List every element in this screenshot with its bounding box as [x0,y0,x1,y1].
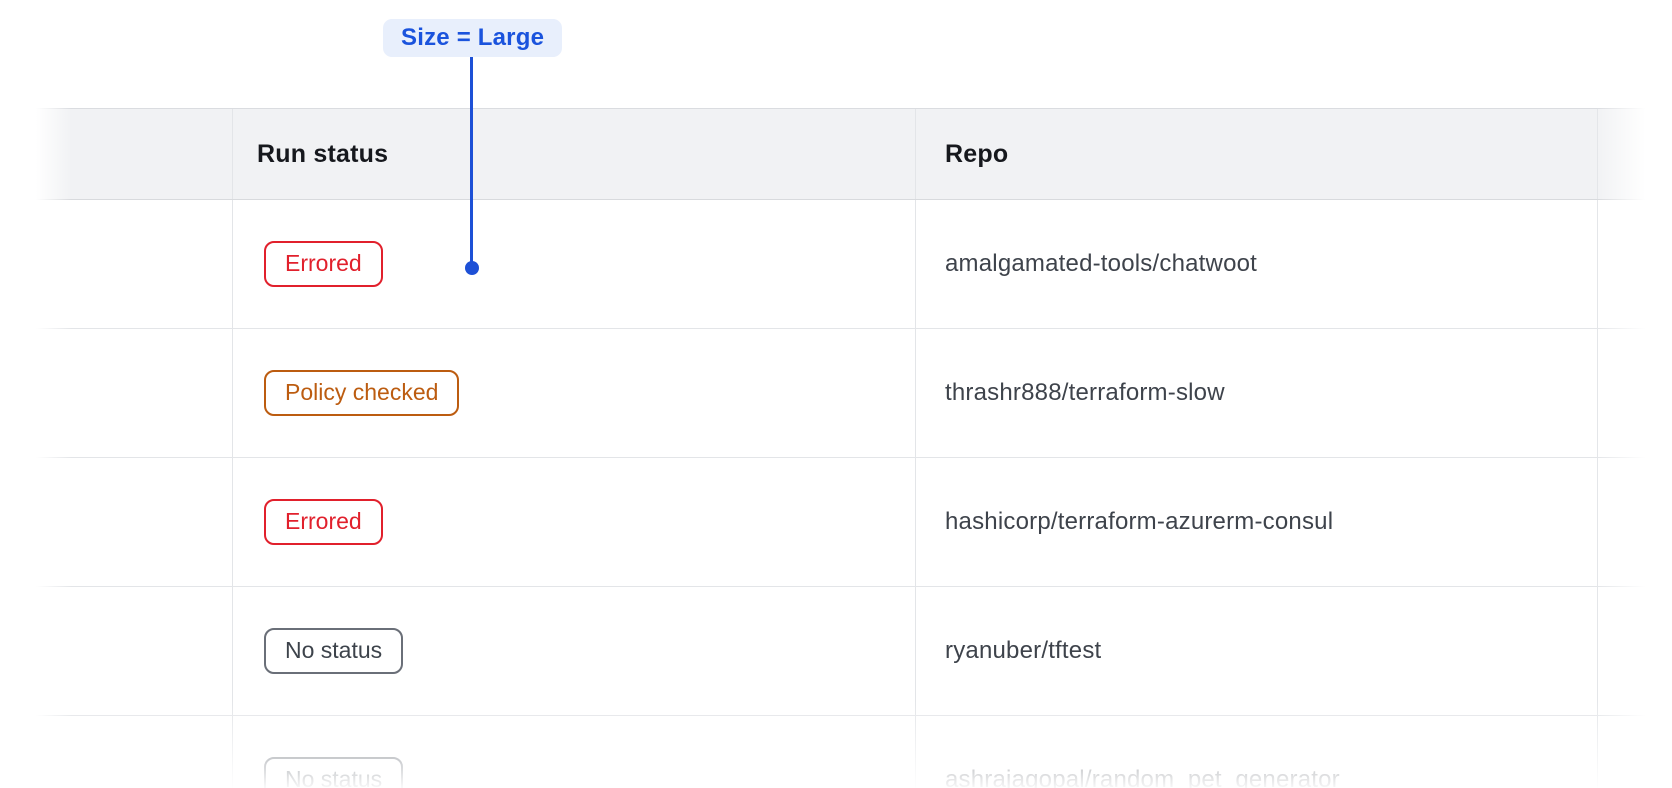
annotation-pointer-line [470,57,473,262]
table-row[interactable]: Errored hashicorp/terraform-azurerm-cons… [0,458,1672,587]
run-status-cell: Errored [233,458,916,586]
repo-cell: hashicorp/terraform-azurerm-consul [916,458,1598,586]
header-cell-overflow [1598,109,1672,199]
table-row[interactable]: Policy checked thrashr888/terraform-slow [0,329,1672,458]
run-status-badge: Policy checked [264,370,460,416]
run-status-badge: Errored [264,241,383,287]
table-row[interactable]: Errored amalgamated-tools/chatwoot [0,200,1672,329]
row-overflow-cell [1598,200,1672,328]
repo-name: amalgamated-tools/chatwoot [945,250,1258,277]
row-leading-cell [0,458,233,586]
run-status-badge: No status [264,628,404,674]
repo-cell: amalgamated-tools/chatwoot [916,200,1598,328]
repo-cell: ashrajagopal/random_pet_generator [916,716,1598,788]
annotation-pointer-dot [465,261,479,275]
run-status-cell: Policy checked [233,329,916,457]
run-status-badge: Errored [264,499,383,545]
row-overflow-cell [1598,329,1672,457]
header-cell-run-status: Run status [233,109,916,199]
run-status-cell: Errored [233,200,916,328]
row-leading-cell [0,329,233,457]
run-status-badge: No status [264,757,404,788]
table-row[interactable]: No status ashrajagopal/random_pet_genera… [0,716,1672,788]
header-cell-repo: Repo [916,109,1598,199]
table-row[interactable]: No status ryanuber/tftest [0,587,1672,716]
repo-cell: ryanuber/tftest [916,587,1598,715]
repo-name: ryanuber/tftest [945,637,1102,664]
runs-table: Run status Repo Errored amalgamated-tool… [0,108,1672,788]
table-header-row: Run status Repo [0,108,1672,200]
table-body: Errored amalgamated-tools/chatwoot Polic… [0,200,1672,788]
repo-name: hashicorp/terraform-azurerm-consul [945,508,1334,535]
header-cell-leading [0,109,233,199]
row-overflow-cell [1598,458,1672,586]
row-leading-cell [0,587,233,715]
row-overflow-cell [1598,587,1672,715]
size-annotation-pill: Size = Large [383,19,563,57]
repo-name: thrashr888/terraform-slow [945,379,1225,406]
row-overflow-cell [1598,716,1672,788]
run-status-cell: No status [233,587,916,715]
row-leading-cell [0,716,233,788]
row-leading-cell [0,200,233,328]
repo-cell: thrashr888/terraform-slow [916,329,1598,457]
repo-name: ashrajagopal/random_pet_generator [945,766,1340,788]
run-status-cell: No status [233,716,916,788]
